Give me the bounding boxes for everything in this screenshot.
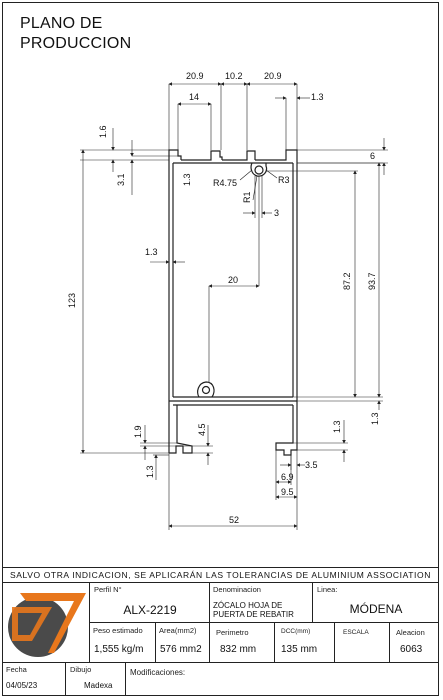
aleacion-value: 6063 — [400, 644, 423, 655]
dim-52: 52 — [229, 515, 239, 525]
dibujo-cell: Dibujo Madexa — [66, 663, 126, 696]
denominacion-value: ZÓCALO HOJA DE PUERTA DE REBATIR — [213, 601, 294, 619]
dim-6-9: 6.9 — [281, 472, 294, 482]
top-screw-hole — [254, 165, 264, 175]
plan-title: PLANO DE PRODUCCION — [20, 14, 131, 54]
dcc-caption: DCC(mm) — [281, 628, 311, 635]
dcc-cell: DCC(mm) 135 mm — [275, 623, 335, 663]
dim-1-3-left-bottom: 1.3 — [145, 465, 155, 478]
linea-value: MÓDENA — [349, 602, 403, 616]
dim-87-2: 87.2 — [342, 272, 352, 290]
dim-1-9: 1.9 — [133, 425, 143, 438]
perfil-caption: Perfil N° — [94, 585, 122, 594]
dim-123: 123 — [67, 293, 77, 308]
dim-4-5: 4.5 — [197, 423, 207, 436]
aleacion-cell: Aleacion 6063 — [390, 623, 439, 663]
profile-outline — [168, 149, 298, 456]
escala-caption: ESCALA — [343, 629, 369, 636]
dcc-value: 135 mm — [281, 644, 318, 655]
profile-drawing: 20.9 10.2 20.9 14 1.3 1.6 6 3.1 1.3 R4.7… — [67, 71, 388, 530]
dim-10-2: 10.2 — [225, 71, 243, 81]
dim-20: 20 — [228, 275, 238, 285]
dim-r3: R3 — [278, 175, 290, 185]
tolerance-notice: SALVO OTRA INDICACION, SE APLICARÁN LAS … — [2, 567, 439, 583]
top-mid-lip — [181, 150, 223, 161]
top-left-lip — [168, 149, 182, 160]
dim-1-3-top: 1.3 — [311, 92, 324, 102]
area-cell: Area(mm2) 576 mm2 — [156, 623, 210, 663]
dim-93-7: 93.7 — [367, 272, 377, 290]
linea-cell: Linea: MÓDENA — [313, 583, 439, 623]
dim-1-3-inner: 1.3 — [182, 173, 192, 186]
dim-1-3-wall: 1.3 — [145, 247, 158, 257]
peso-caption: Peso estimado — [93, 626, 143, 635]
bottom-right-leg — [275, 405, 298, 456]
logo-cell — [2, 583, 90, 663]
dim-3: 3 — [274, 208, 279, 218]
area-caption: Area(mm2) — [159, 626, 197, 635]
top-right-lip — [255, 149, 298, 161]
bottom-left-leg — [169, 405, 193, 454]
bottom-screw-port — [197, 381, 215, 398]
perimetro-cell: Perimetro 832 mm — [210, 623, 275, 663]
peso-value: 1,555 kg/m — [94, 644, 144, 655]
bottom-screw-hole — [201, 385, 211, 395]
dimension-labels: 20.9 10.2 20.9 14 1.3 1.6 6 3.1 1.3 R4.7… — [67, 71, 380, 525]
top-center-channel — [222, 150, 256, 161]
modificaciones-cell: Modificaciones: — [126, 663, 439, 696]
perimetro-value: 832 mm — [220, 644, 257, 655]
dimension-lines — [80, 82, 388, 530]
dim-20-9-left: 20.9 — [186, 71, 204, 81]
dibujo-value: Madexa — [84, 681, 113, 690]
peso-cell: Peso estimado 1,555 kg/m — [90, 623, 156, 663]
dim-r1: R1 — [242, 191, 252, 203]
title-line-1: PLANO DE — [20, 15, 103, 32]
dim-3-1: 3.1 — [116, 173, 126, 186]
leader-r3 — [265, 169, 278, 179]
company-logo — [8, 593, 86, 657]
denominacion-cell: Denominacion ZÓCALO HOJA DE PUERTA DE RE… — [210, 583, 313, 623]
escala-cell: ESCALA — [335, 623, 390, 663]
perfil-value: ALX-2219 — [123, 603, 177, 617]
aleacion-caption: Aleacion — [396, 628, 425, 637]
sheet-frame — [2, 2, 439, 696]
title-line-2: PRODUCCION — [20, 35, 132, 52]
linea-caption: Linea: — [317, 585, 338, 594]
area-value: 576 mm2 — [160, 644, 202, 655]
perimetro-caption: Perimetro — [216, 628, 249, 637]
dim-1-3-right-bottom: 1.3 — [332, 420, 342, 433]
dim-6: 6 — [370, 151, 375, 161]
dim-20-9-right: 20.9 — [264, 71, 282, 81]
dim-1-3-web: 1.3 — [370, 412, 380, 425]
dim-14: 14 — [189, 92, 199, 102]
dim-9-5: 9.5 — [281, 487, 294, 497]
fecha-cell: Fecha 04/05/23 — [2, 663, 66, 696]
modificaciones-caption: Modificaciones: — [130, 668, 186, 677]
dibujo-caption: Dibujo — [70, 665, 92, 674]
denominacion-caption: Denominacion — [213, 585, 261, 594]
dim-r4-75: R4.75 — [213, 178, 237, 188]
dim-3-5: 3.5 — [305, 460, 318, 470]
perfil-cell: Perfil N° ALX-2219 — [90, 583, 210, 623]
leader-r4-75 — [239, 169, 253, 181]
dim-1-6: 1.6 — [98, 125, 108, 138]
top-screw-port — [250, 162, 268, 177]
fecha-value: 04/05/23 — [6, 681, 38, 690]
fecha-caption: Fecha — [6, 665, 27, 674]
